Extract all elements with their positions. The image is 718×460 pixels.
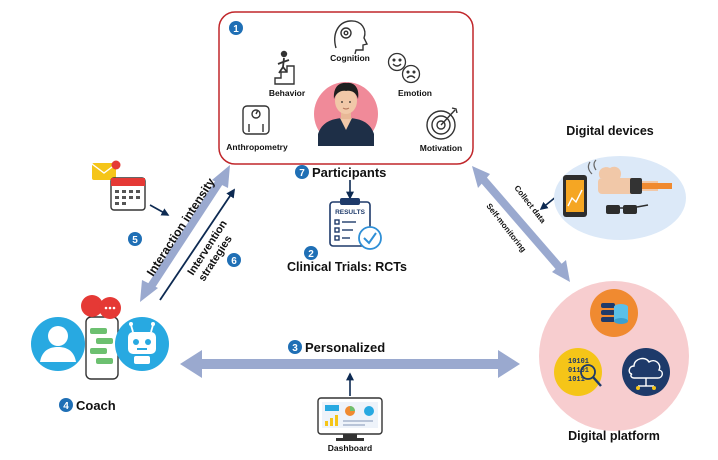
badge-5: 5: [128, 232, 142, 246]
badge-3: 3: [288, 340, 302, 354]
intervention-strategies-arrow: [159, 188, 236, 301]
badge-4: 4: [59, 398, 73, 412]
badge-6: 6: [227, 253, 241, 267]
personalized-label: Personalized: [305, 340, 385, 355]
svg-text:6: 6: [231, 256, 237, 267]
self-monitoring-arrow: [472, 166, 570, 282]
svg-text:5: 5: [132, 235, 138, 246]
smartwatch-icon: [587, 159, 672, 194]
smart-glasses-icon: [606, 204, 649, 214]
badge-7: 7: [295, 165, 309, 179]
chat-bubble-icon: [81, 295, 103, 317]
participants-panel: 1 Cognition Behavior Emotion: [218, 11, 474, 165]
binary-row-1: 10101: [568, 358, 589, 366]
personalized-arrow: [180, 350, 520, 378]
svg-text:2: 2: [308, 249, 314, 260]
participant-avatar: [314, 82, 378, 146]
binary-search-icon: 10101 01101 1011: [554, 348, 602, 396]
emotion-faces-icon: [387, 52, 421, 84]
coach-group: [31, 295, 169, 380]
digital-devices-title: Digital devices: [566, 124, 654, 138]
cloud-network-icon: [622, 348, 670, 396]
cognition-icon: [334, 20, 369, 55]
digital-platform-panel: 10101 01101 1011: [539, 281, 689, 431]
badge-2: 2: [304, 246, 318, 260]
interaction-intensity-arrow: [140, 165, 230, 302]
anthropometry-label: Anthropometry: [226, 142, 288, 152]
dashboard-monitor-icon: [317, 397, 383, 441]
coach-label: Coach: [76, 398, 116, 413]
stairs-icon: [274, 50, 295, 85]
calendar-arrow: [149, 204, 170, 216]
email-calendar-icon: [91, 160, 146, 211]
badge-1: 1: [229, 21, 243, 35]
database-icon: [590, 289, 638, 337]
binary-row-3: 1011: [568, 376, 585, 384]
emotion-label: Emotion: [398, 88, 432, 98]
target-icon: [426, 107, 458, 140]
behavior-label: Behavior: [269, 88, 306, 98]
participants-title: Participants: [312, 165, 386, 180]
svg-text:4: 4: [63, 401, 69, 412]
scale-icon: [242, 105, 270, 135]
cognition-label: Cognition: [330, 53, 370, 63]
smartphone-icon: [563, 175, 587, 217]
dashboard-label: Dashboard: [328, 443, 372, 453]
svg-text:7: 7: [299, 168, 305, 179]
svg-text:1: 1: [233, 24, 239, 35]
clinical-trials-label: Clinical Trials: RCTs: [287, 260, 407, 274]
results-clipboard-icon: RESULTS: [329, 198, 382, 250]
digital-platform-title: Digital platform: [568, 429, 660, 443]
digital-devices-panel: [554, 156, 686, 240]
svg-text:3: 3: [292, 343, 298, 354]
results-text: RESULTS: [335, 209, 366, 216]
motivation-label: Motivation: [420, 143, 463, 153]
binary-row-2: 01101: [568, 367, 589, 375]
